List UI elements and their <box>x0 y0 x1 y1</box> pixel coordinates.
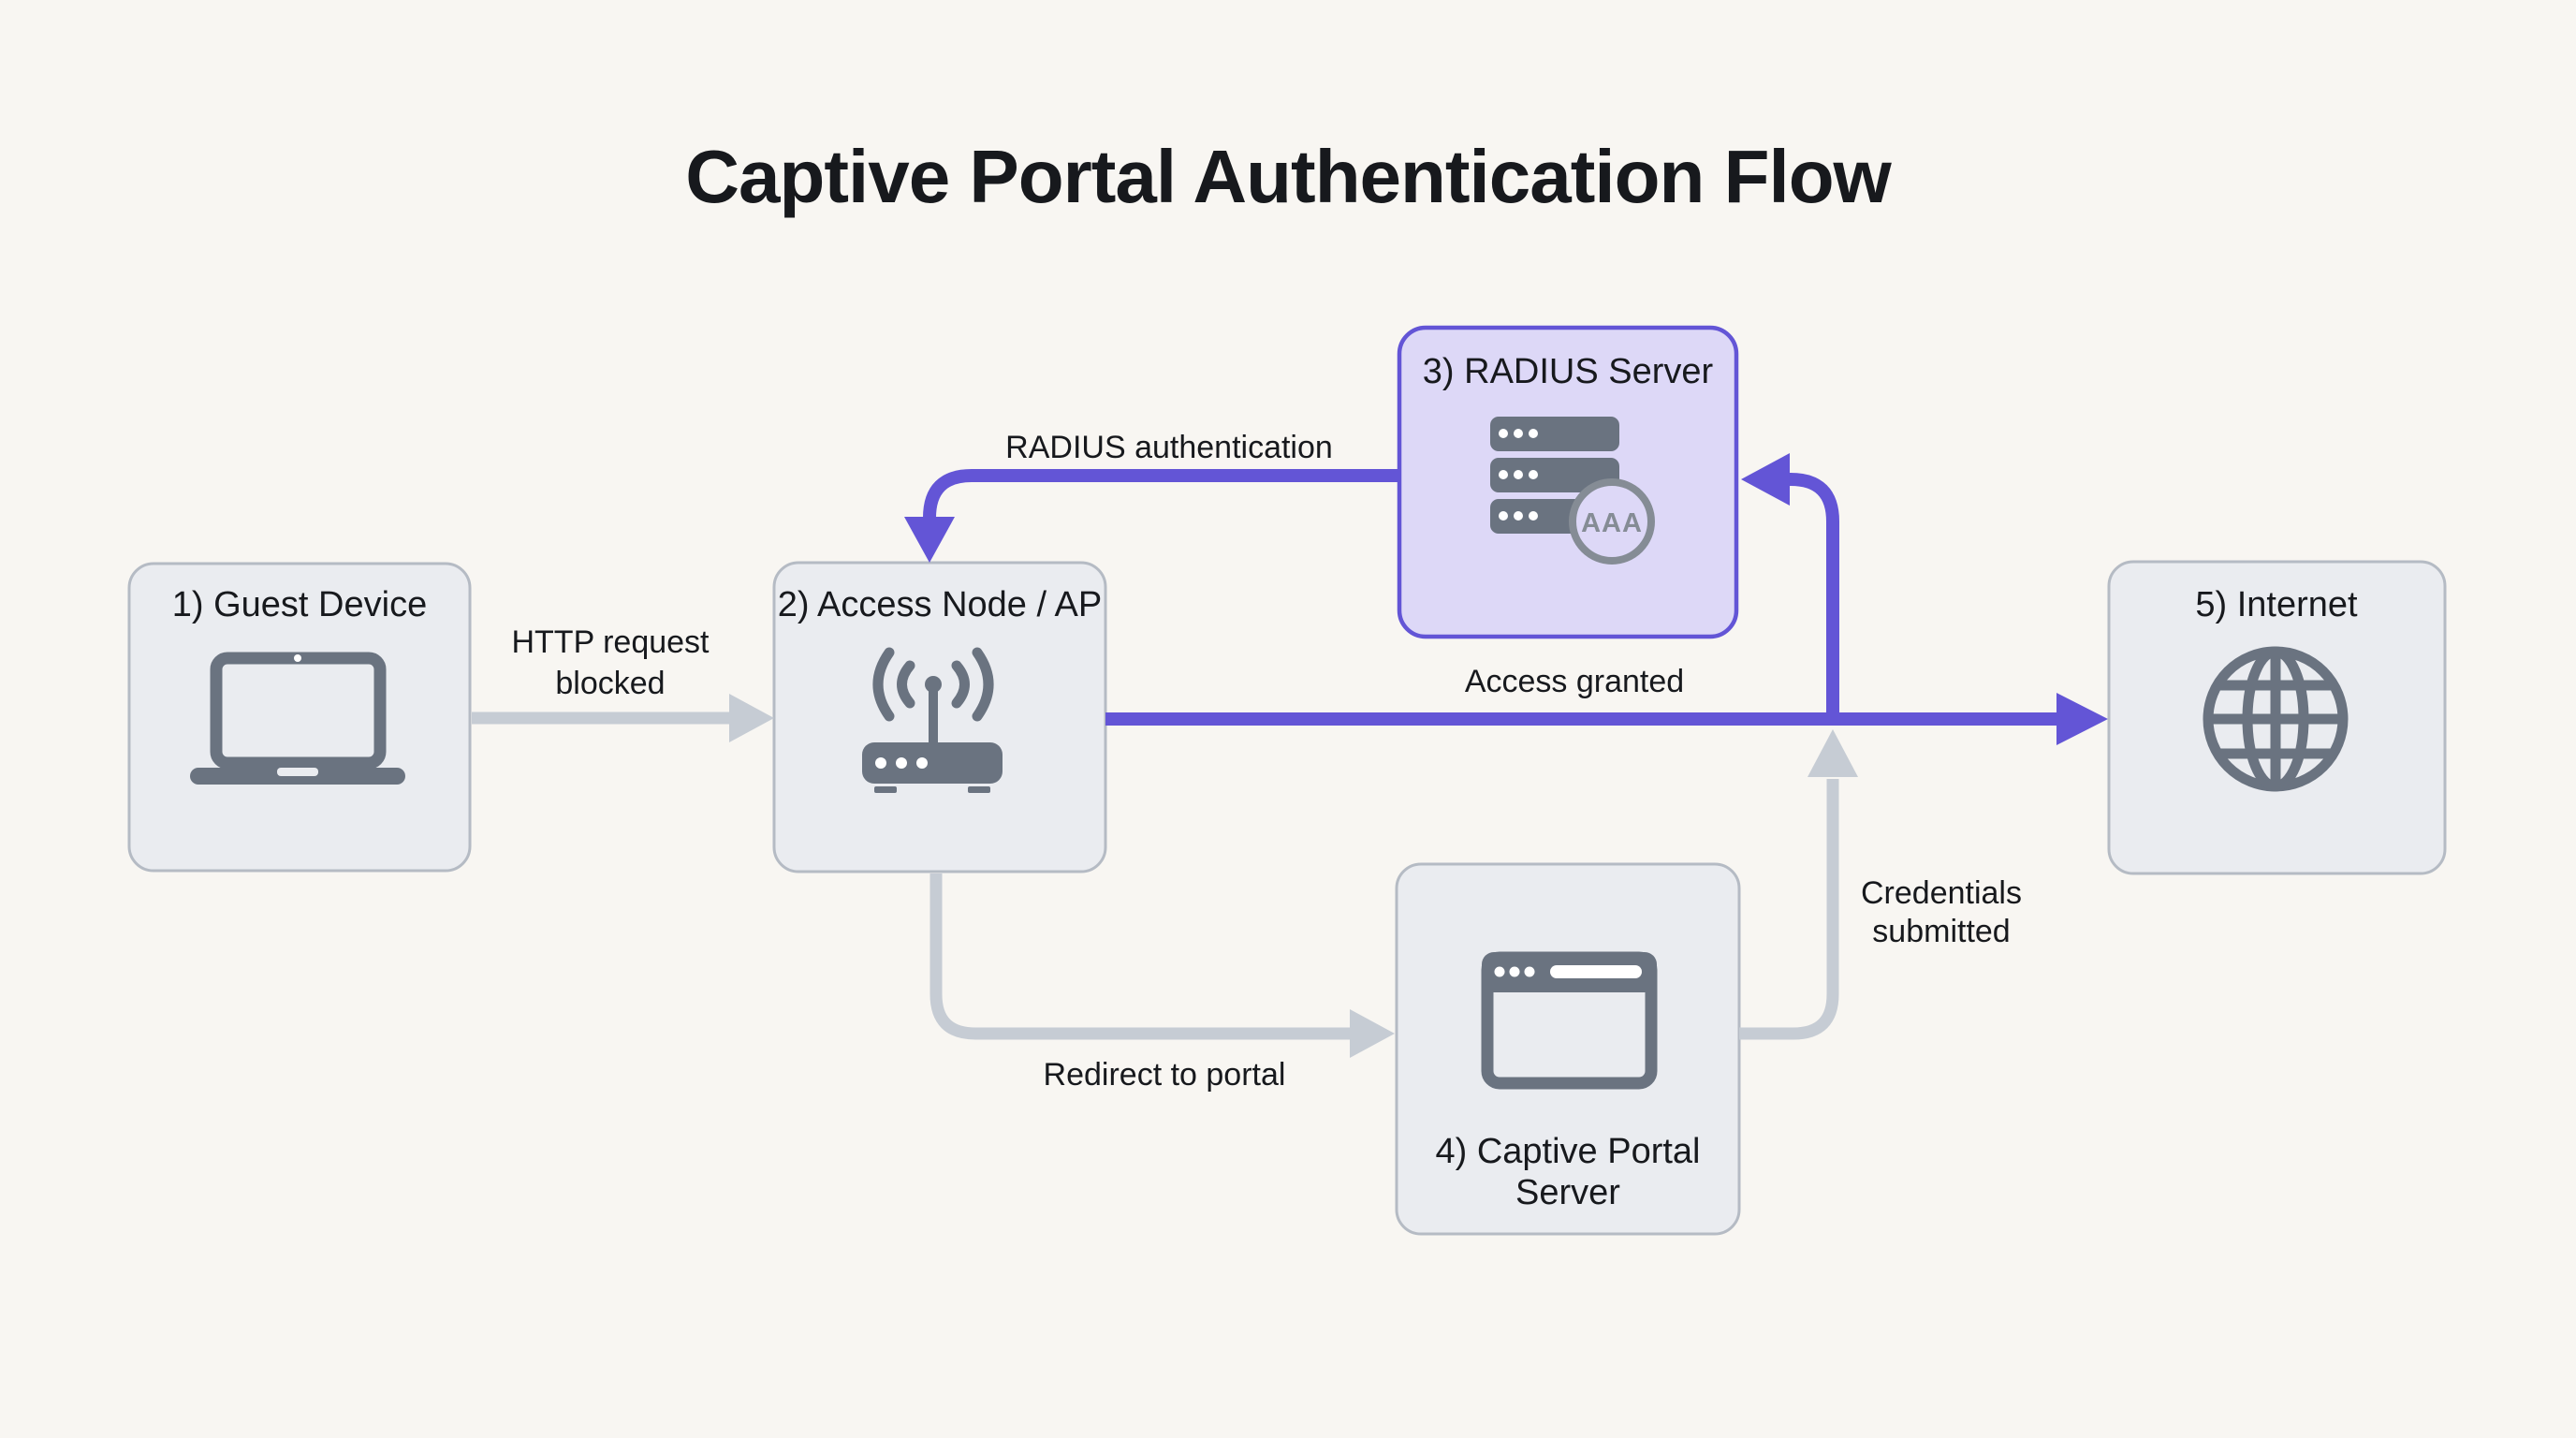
edge-auth-branch <box>1741 453 1839 715</box>
edge-access-granted: Access granted <box>1105 664 2108 745</box>
http-blocked-label-line1: HTTP request <box>511 624 710 660</box>
edge-credentials-submitted: Credentials submitted <box>1739 729 2022 1040</box>
internet-label: 5) Internet <box>2195 585 2358 624</box>
http-blocked-arrowhead <box>729 694 774 742</box>
guest-device-box <box>127 562 472 873</box>
node-guest-device: 1) Guest Device <box>127 562 472 873</box>
aaa-badge-text: AAA <box>1581 508 1643 538</box>
aaa-badge-icon: AAA <box>1569 478 1655 565</box>
credentials-label-line1: Credentials <box>1861 875 2022 911</box>
node-internet: 5) Internet <box>2107 560 2447 875</box>
redirect-label: Redirect to portal <box>1044 1057 1286 1093</box>
guest-device-label: 1) Guest Device <box>172 585 427 624</box>
diagram-title: Captive Portal Authentication Flow <box>685 135 1892 218</box>
access-granted-label: Access granted <box>1465 664 1684 699</box>
http-blocked-label-line2: blocked <box>555 666 665 701</box>
redirect-arrowhead <box>1350 1009 1395 1058</box>
credentials-arrowhead <box>1808 729 1858 777</box>
radius-server-label: 3) RADIUS Server <box>1423 352 1714 391</box>
radius-auth-label: RADIUS authentication <box>1005 430 1333 465</box>
radius-auth-arrowhead <box>904 517 955 563</box>
globe-icon <box>2203 646 2349 792</box>
edge-redirect-to-portal: Redirect to portal <box>929 873 1395 1093</box>
laptop-icon <box>190 652 405 785</box>
wifi-router-icon <box>862 647 1003 793</box>
node-radius-server: 3) RADIUS Server AAA <box>1397 325 1739 639</box>
edge-http-request-blocked: HTTP request blocked <box>472 624 774 742</box>
auth-branch-arrowhead <box>1741 453 1790 506</box>
node-access-node-ap: 2) Access Node / AP <box>772 561 1107 873</box>
captive-portal-label-line1: 4) Captive Portal <box>1435 1132 1700 1171</box>
credentials-label-line2: submitted <box>1872 914 2010 949</box>
access-granted-arrowhead <box>2056 693 2108 745</box>
edge-radius-authentication: RADIUS authentication <box>904 430 1399 563</box>
access-node-label: 2) Access Node / AP <box>778 585 1102 624</box>
node-captive-portal-server: 4) Captive Portal Server <box>1395 862 1741 1236</box>
captive-portal-label-line2: Server <box>1515 1173 1620 1212</box>
browser-window-icon <box>1481 951 1658 1090</box>
server-stack-icon: AAA <box>1490 417 1655 565</box>
